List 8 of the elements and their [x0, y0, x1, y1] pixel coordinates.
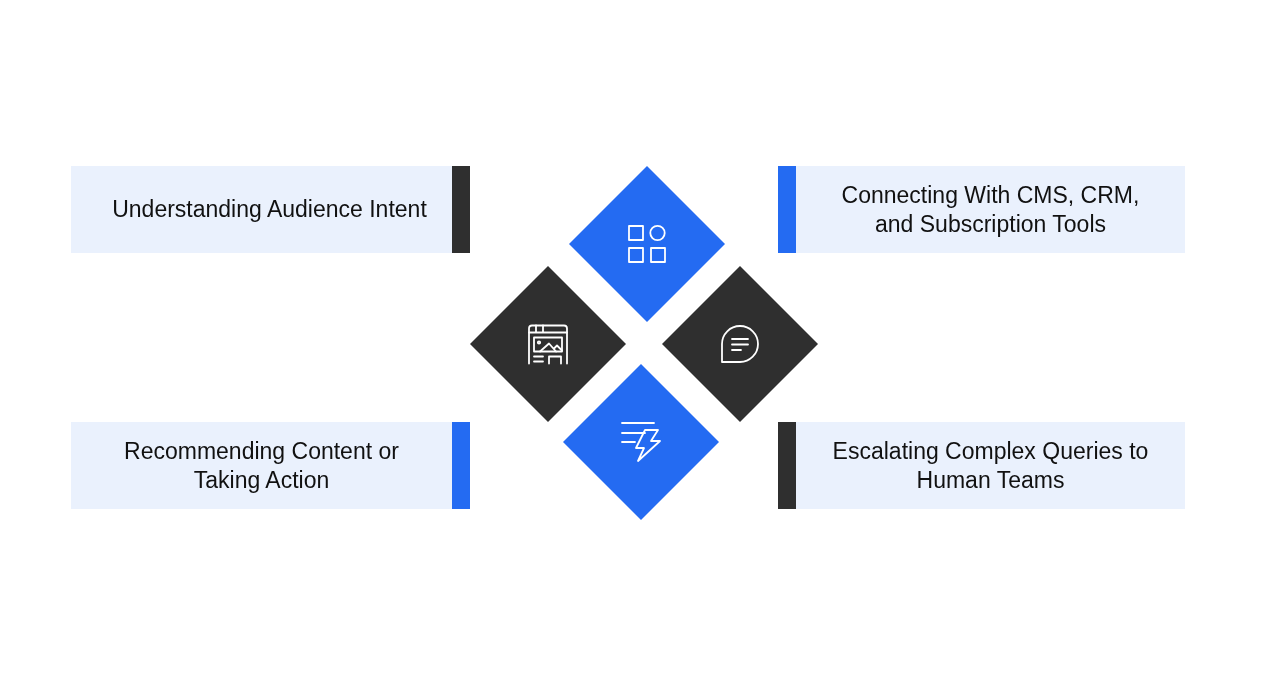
card-title: Recommending Content or Taking Action	[123, 436, 400, 495]
info-card	[71, 166, 470, 253]
info-card	[71, 422, 470, 509]
card-title: Connecting With CMS, CRM, and Subscription Tools	[840, 180, 1141, 239]
info-card	[778, 166, 1185, 253]
info-card	[778, 422, 1185, 509]
card-title: Escalating Complex Queries to Human Teams	[831, 436, 1150, 495]
card-title: Understanding Audience Intent	[112, 195, 427, 224]
